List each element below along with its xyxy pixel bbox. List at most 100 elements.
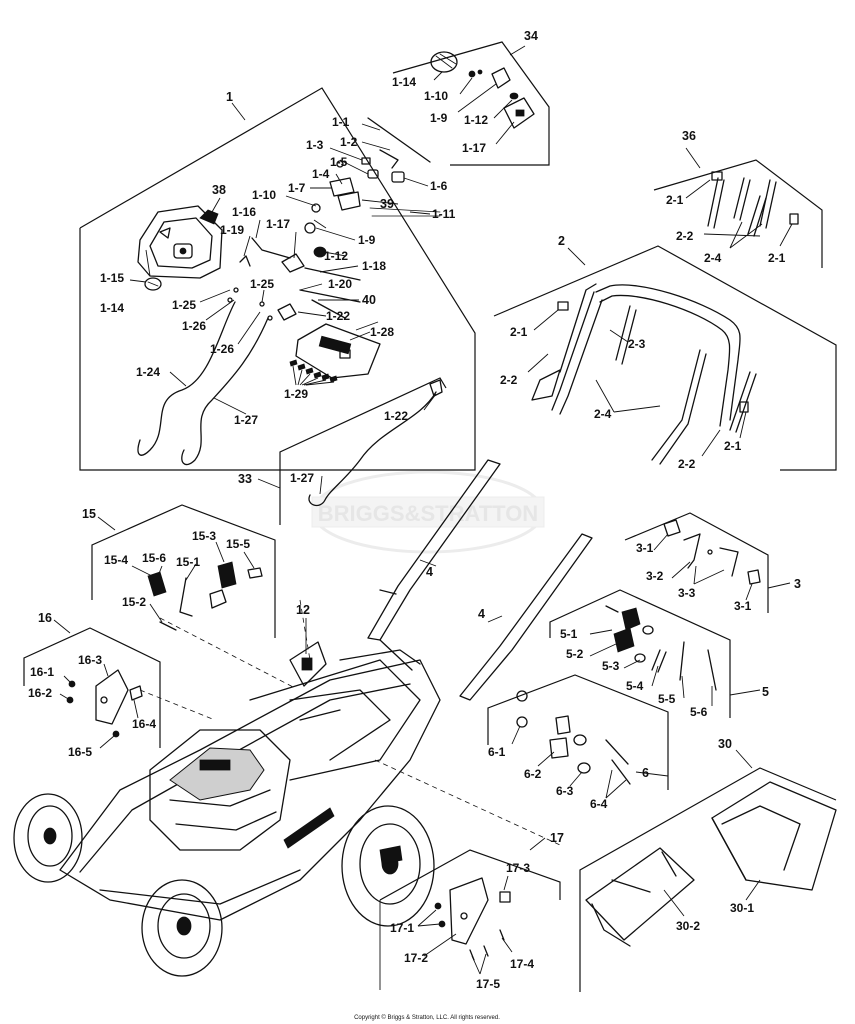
label-34-1-17: 1-17 <box>462 141 486 155</box>
circuit-board-1-28 <box>295 323 381 379</box>
label-3-2: 3-2 <box>646 569 664 583</box>
watermark-text: BRIGGS&STRATTON <box>318 501 538 526</box>
lower-handle-4-bottom <box>459 533 593 701</box>
label-5-5: 5-5 <box>658 692 676 706</box>
label-15-2: 15-2 <box>122 595 146 609</box>
label-1-14: 1-14 <box>100 301 124 315</box>
label-16-4: 16-4 <box>132 717 156 731</box>
label-2-3: 2-3 <box>628 337 646 351</box>
label-4-lower: 4 <box>478 607 485 621</box>
group-34-bracket <box>392 41 550 166</box>
label-1-2: 1-2 <box>340 135 358 149</box>
label-36-2-2: 2-2 <box>676 229 694 243</box>
label-5-3: 5-3 <box>602 659 620 673</box>
label-4-upper: 4 <box>426 565 433 579</box>
label-3-3: 3-3 <box>678 586 696 600</box>
cable-33 <box>308 379 443 507</box>
label-1-20: 1-20 <box>328 277 352 291</box>
label-17-5: 17-5 <box>476 977 500 991</box>
label-1-5: 1-5 <box>330 155 348 169</box>
rear-wheel <box>341 805 435 927</box>
label-16-5: 16-5 <box>68 745 92 759</box>
label-1-1: 1-1 <box>332 115 350 129</box>
label-1-22: 1-22 <box>326 309 350 323</box>
label-15-6: 15-6 <box>142 551 166 565</box>
label-33: 33 <box>238 472 252 486</box>
label-1-11: 1-11 <box>432 207 456 221</box>
label-2-1-lower: 2-1 <box>724 439 742 453</box>
group-16-parts <box>66 669 143 738</box>
label-1-25-left: 1-25 <box>172 298 196 312</box>
label-15-5: 15-5 <box>226 537 250 551</box>
label-36-2-4: 2-4 <box>704 251 722 265</box>
label-1-18: 1-18 <box>362 259 386 273</box>
label-17-2: 17-2 <box>404 951 428 965</box>
knob-1-14 <box>144 277 162 291</box>
label-34-1-12: 1-12 <box>464 113 488 127</box>
label-6-3: 6-3 <box>556 784 574 798</box>
copyright-notice: Copyright © Briggs & Stratton, LLC. All … <box>354 1014 500 1021</box>
label-1-26-upper: 1-26 <box>182 319 206 333</box>
label-5: 5 <box>762 685 769 699</box>
label-38: 38 <box>212 183 226 197</box>
group-6-bracket <box>487 674 669 790</box>
label-1-12: 1-12 <box>324 249 348 263</box>
group-3-bracket <box>624 512 791 613</box>
label-15: 15 <box>82 507 96 521</box>
label-3-1-lower: 3-1 <box>734 599 752 613</box>
label-1-17: 1-17 <box>266 217 290 231</box>
label-1-7: 1-7 <box>288 181 306 195</box>
label-39: 39 <box>380 197 394 211</box>
screws-1-29 <box>289 359 338 386</box>
group-5-parts <box>605 605 717 691</box>
label-3: 3 <box>794 577 801 591</box>
group-5-bracket <box>549 589 761 718</box>
control-rods <box>251 117 431 319</box>
label-15-4: 15-4 <box>104 553 128 567</box>
label-1-16: 1-16 <box>232 205 256 219</box>
label-17: 17 <box>550 831 564 845</box>
label-1-3: 1-3 <box>306 138 324 152</box>
label-1-24: 1-24 <box>136 365 160 379</box>
label-40: 40 <box>362 293 376 307</box>
group-3-parts <box>663 519 761 585</box>
label-15-1: 15-1 <box>176 555 200 569</box>
switch-housing <box>137 205 223 279</box>
group-36-parts <box>707 171 799 237</box>
cables-1-24-1-27 <box>137 301 269 466</box>
group-34-parts <box>430 51 535 129</box>
label-5-1: 5-1 <box>560 627 578 641</box>
group-15-bracket <box>91 504 276 638</box>
label-12: 12 <box>296 603 310 617</box>
label-2: 2 <box>558 234 565 248</box>
label-6-4: 6-4 <box>590 797 608 811</box>
battery-pack <box>149 729 291 851</box>
group-33-bracket <box>257 377 447 525</box>
group-2-handle <box>531 283 757 465</box>
front-wheel-right <box>141 879 223 977</box>
label-16-3: 16-3 <box>78 653 102 667</box>
leader-lines <box>59 71 793 975</box>
label-1-6: 1-6 <box>430 179 448 193</box>
label-1-28: 1-28 <box>370 325 394 339</box>
group-36-bracket <box>653 147 823 268</box>
label-34: 34 <box>524 29 538 43</box>
label-30-1: 30-1 <box>730 901 754 915</box>
label-2-2-right: 2-2 <box>678 457 696 471</box>
label-5-6: 5-6 <box>690 705 708 719</box>
label-1: 1 <box>226 90 233 104</box>
part-labels: 1 34 36 2 38 39 40 33 15 16 12 4 4 3 5 6… <box>28 29 801 991</box>
label-1-19: 1-19 <box>220 223 244 237</box>
label-17-4: 17-4 <box>510 957 534 971</box>
group-2-bracket <box>493 245 837 471</box>
label-6: 6 <box>642 766 649 780</box>
grass-bag-frame-30-2 <box>585 847 695 947</box>
safety-key-12 <box>289 641 327 687</box>
label-6-2: 6-2 <box>524 767 542 781</box>
label-16-1: 16-1 <box>30 665 54 679</box>
label-34-1-14: 1-14 <box>392 75 416 89</box>
label-1-10: 1-10 <box>252 188 276 202</box>
group-30-bracket <box>579 749 837 992</box>
grass-bag-30-1 <box>711 781 837 891</box>
key-knob-38 <box>199 209 219 225</box>
